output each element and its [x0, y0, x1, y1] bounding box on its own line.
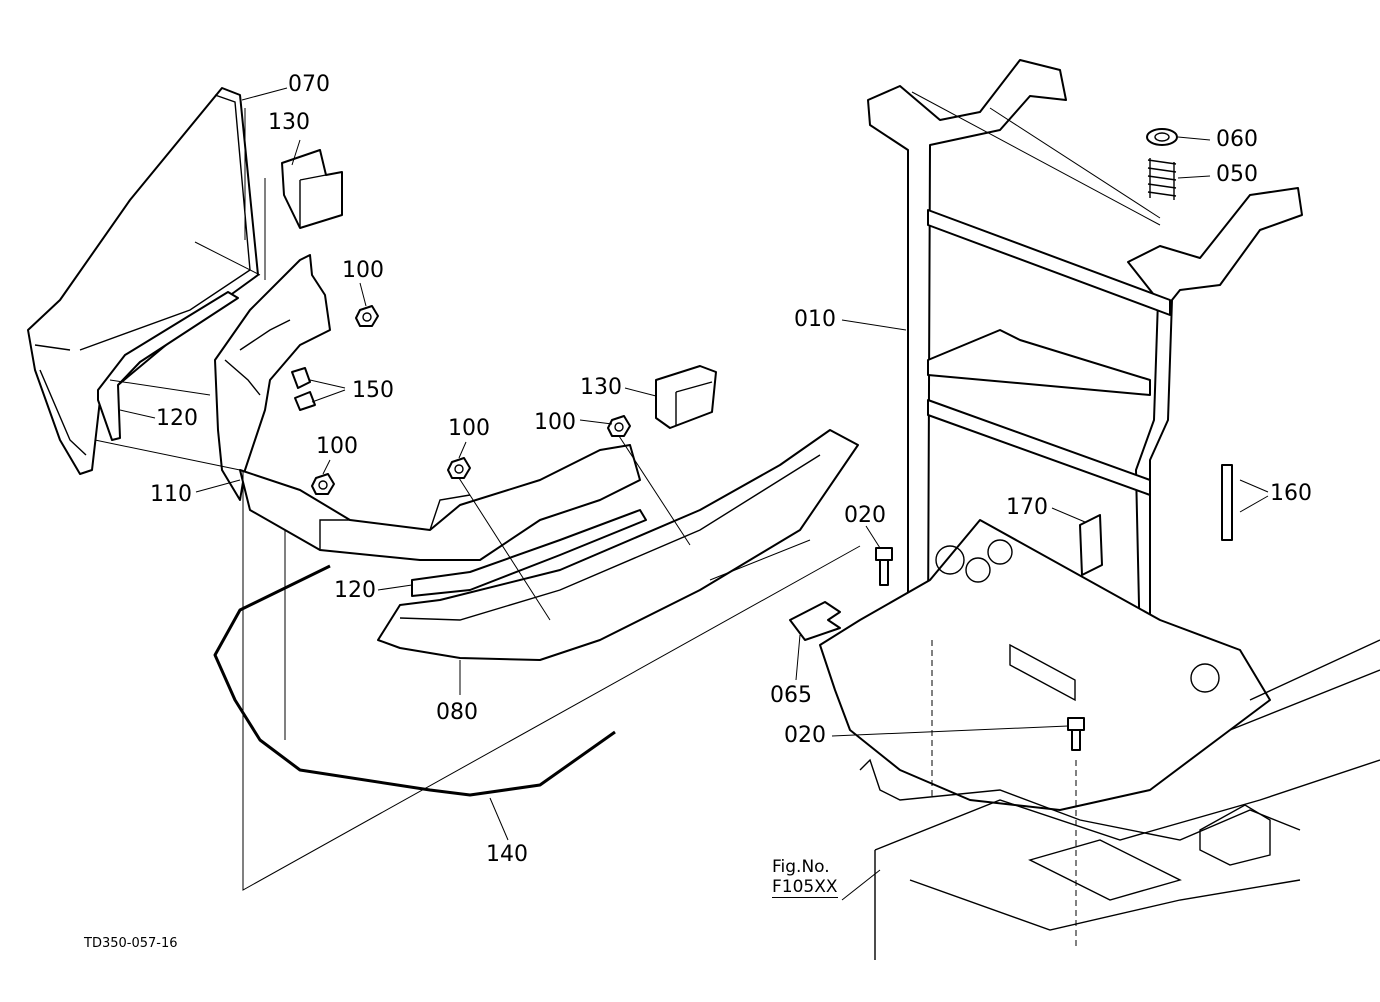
callout-080[interactable]: 080 [436, 700, 478, 725]
part-100-nut-d[interactable] [607, 415, 631, 437]
callout-070[interactable]: 070 [288, 72, 330, 97]
callout-060[interactable]: 060 [1216, 127, 1258, 152]
chassis-reference [859, 639, 1380, 960]
callout-110[interactable]: 110 [150, 482, 192, 507]
callout-160[interactable]: 160 [1270, 481, 1312, 506]
part-080-lower-cover[interactable] [377, 429, 859, 661]
part-100-nut-c[interactable] [447, 457, 471, 479]
figure-ref-line1: Fig.No. [772, 857, 830, 877]
part-050-spring[interactable] [1147, 158, 1177, 200]
part-170-sleeve[interactable] [1079, 514, 1103, 576]
callout-120-lower[interactable]: 120 [334, 578, 376, 603]
part-100-nut-b[interactable] [311, 473, 335, 495]
part-060-cap[interactable] [1146, 128, 1178, 146]
callout-020-lower[interactable]: 020 [784, 723, 826, 748]
callout-100-top[interactable]: 100 [342, 258, 384, 283]
callout-065[interactable]: 065 [770, 683, 812, 708]
part-100-nut-a[interactable] [355, 305, 379, 327]
part-010-frame[interactable] [867, 59, 1303, 651]
callout-130-upper[interactable]: 130 [268, 110, 310, 135]
part-130-upper-block[interactable] [281, 149, 343, 229]
callout-100-right[interactable]: 100 [534, 410, 576, 435]
figure-ref-line2: F105XX [772, 877, 838, 898]
part-110-bracket[interactable] [214, 254, 331, 501]
document-id: TD350-057-16 [84, 936, 178, 951]
part-130-lower-block[interactable] [655, 365, 717, 429]
callout-120-upper[interactable]: 120 [156, 406, 198, 431]
callout-100-left[interactable]: 100 [316, 434, 358, 459]
callout-130-lower[interactable]: 130 [580, 375, 622, 400]
callout-020-upper[interactable]: 020 [844, 503, 886, 528]
callout-140[interactable]: 140 [486, 842, 528, 867]
base-plate [819, 519, 1271, 811]
part-160-pin[interactable] [1221, 464, 1233, 541]
part-150-clips[interactable] [291, 367, 316, 411]
part-020-bolt-b[interactable] [1067, 717, 1085, 751]
part-120-upper-pad[interactable] [97, 291, 239, 441]
figure-reference[interactable]: Fig.No. F105XX [772, 857, 838, 898]
part-020-bolt-a[interactable] [875, 547, 893, 586]
part-120-lower-pad[interactable] [411, 509, 647, 597]
part-140-rod[interactable] [213, 564, 616, 797]
part-065-plate[interactable] [789, 601, 841, 641]
callout-010[interactable]: 010 [794, 307, 836, 332]
callout-150[interactable]: 150 [352, 378, 394, 403]
callout-170[interactable]: 170 [1006, 495, 1048, 520]
callout-050[interactable]: 050 [1216, 162, 1258, 187]
front-bracket [239, 444, 641, 561]
callout-100-center[interactable]: 100 [448, 416, 490, 441]
